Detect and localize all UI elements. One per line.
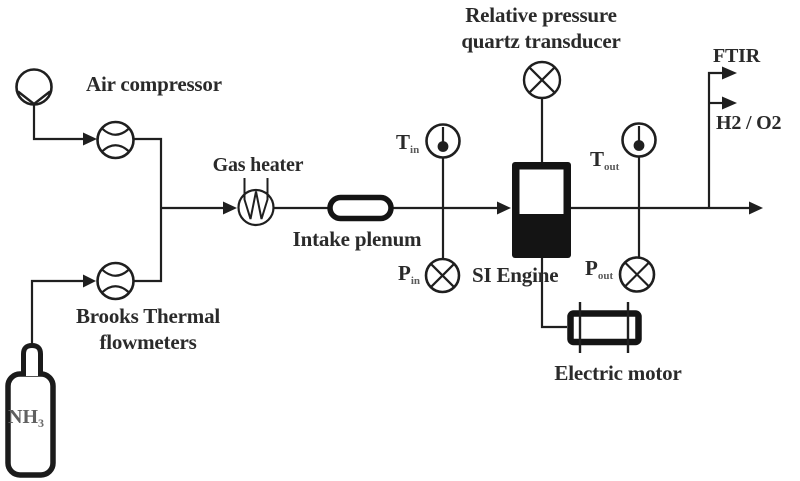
- quartz-transducer-label: Relative pressure quartz transducer: [451, 3, 631, 54]
- arrow-exhaust-out: [749, 201, 763, 215]
- quartz-transducer-label-line1: Relative pressure: [465, 3, 617, 27]
- p-in-label: Pin: [398, 261, 421, 287]
- flowmeters-label-line2: flowmeters: [99, 329, 197, 354]
- t-out-gauge-icon: [621, 122, 657, 158]
- flowmeters-label: Brooks Thermal flowmeters: [58, 304, 238, 355]
- air-compressor-label: Air compressor: [86, 72, 222, 96]
- flowmeters-label-line1: Brooks Thermal: [75, 304, 221, 328]
- air-compressor-icon: [15, 68, 53, 106]
- gas-heater-label: Gas heater: [212, 154, 304, 176]
- electric-motor-icon: [567, 302, 642, 353]
- pipe-engine-to-motor: [540, 258, 567, 329]
- t-in-subscript: in: [410, 144, 420, 156]
- flowmeter-bottom-icon: [96, 261, 135, 301]
- si-engine-label: SI Engine: [472, 263, 559, 287]
- electric-motor-label: Electric motor: [554, 361, 682, 385]
- ftir-label: FTIR: [713, 45, 760, 67]
- pipe-bottle-to-flowmeter: [30, 279, 84, 346]
- h2-o2-label: H2 / O2: [716, 112, 782, 134]
- pipe-ftir-branch: [707, 71, 723, 208]
- flowmeter-top-icon: [96, 120, 135, 160]
- t-in-label: Tin: [396, 130, 420, 156]
- quartz-transducer-icon: [522, 60, 562, 100]
- t-out-subscript: out: [604, 161, 620, 173]
- pipe-flowmeter-collector: [133, 137, 163, 283]
- p-out-label: Pout: [585, 256, 614, 282]
- p-in-subscript: in: [410, 275, 421, 287]
- quartz-transducer-label-line2: quartz transducer: [461, 28, 621, 53]
- nh3-label: NH3: [8, 406, 44, 430]
- arrow-to-h2o2: [722, 96, 737, 110]
- arrow-into-heater: [223, 201, 237, 215]
- nh3-cylinder-icon: [5, 342, 56, 478]
- p-out-subscript: out: [597, 270, 614, 282]
- p-out-sensor-icon: [618, 256, 656, 293]
- gas-heater-icon: [237, 178, 275, 227]
- pipe-lines: [30, 71, 750, 346]
- flow-arrows: [83, 66, 763, 288]
- intake-plenum-icon: [327, 194, 394, 222]
- p-in-sensor-icon: [424, 257, 461, 294]
- arrow-to-ftir: [722, 66, 737, 80]
- arrow-into-engine: [497, 201, 511, 215]
- intake-plenum-label: Intake plenum: [292, 227, 422, 251]
- pipe-compressor-to-flowmeter: [32, 95, 84, 141]
- t-out-label: Tout: [590, 147, 620, 173]
- si-engine-icon: [512, 162, 571, 258]
- arrow-into-flowmeter-top: [83, 132, 97, 146]
- arrow-into-flowmeter-bottom: [83, 274, 96, 288]
- t-in-gauge-icon: [425, 123, 461, 159]
- nh3-subscript: 3: [38, 416, 44, 430]
